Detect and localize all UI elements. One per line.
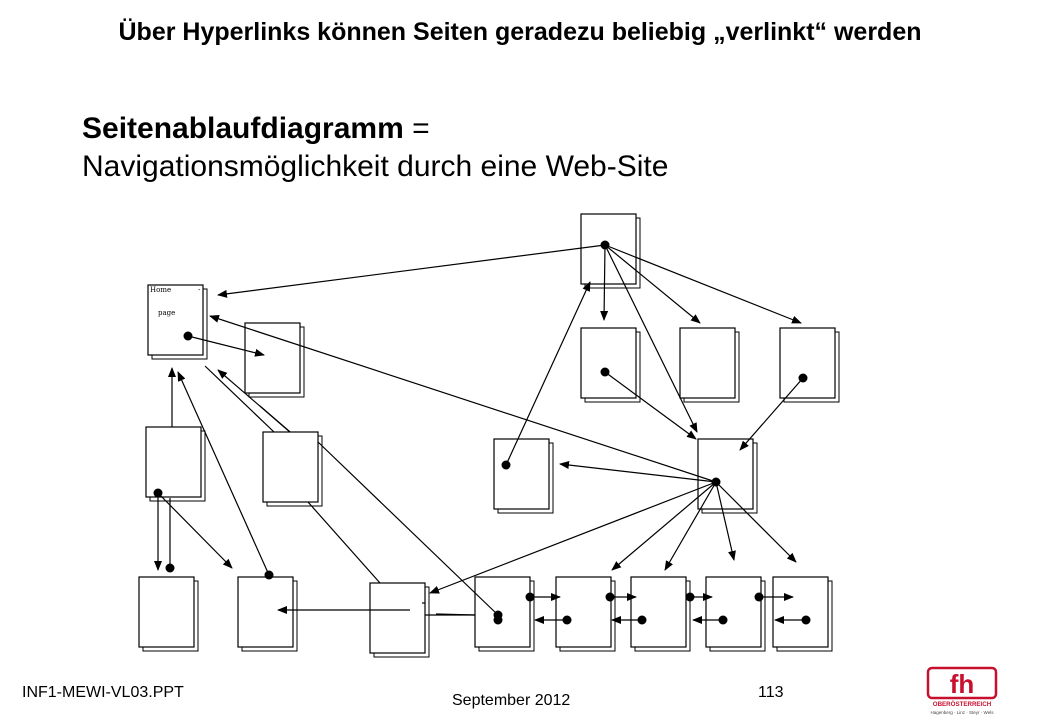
footer-date: September 2012	[452, 692, 571, 709]
link-arrow-3	[604, 244, 701, 324]
link-dot-7	[711, 477, 721, 487]
link-arrow-26	[204, 365, 275, 433]
fh-logo: fh OBERÖSTERREICH Hagenberg · Linz · Ste…	[926, 666, 998, 715]
page-r2-3	[679, 327, 740, 403]
link-dot-8	[165, 563, 175, 573]
link-dot-15	[685, 592, 695, 602]
link-dot-4	[798, 373, 808, 383]
link-arrow-14	[715, 481, 736, 561]
link-dot-9	[264, 570, 274, 580]
home-label-line1: Home	[150, 286, 171, 294]
link-arrow-24	[307, 501, 381, 584]
link-dot-18	[801, 615, 811, 625]
link-dot-17	[754, 592, 764, 602]
subtitle-equals: =	[403, 112, 430, 145]
page-r3-2	[262, 431, 323, 507]
page-r3-1	[145, 426, 206, 502]
links-group	[154, 244, 806, 624]
link-arrow-7	[604, 371, 697, 440]
slide-title: Über Hyperlinks können Seiten geradezu b…	[118, 18, 922, 46]
page-b4	[474, 576, 535, 652]
link-arrow-8	[739, 377, 804, 451]
link-arrow-11	[429, 481, 717, 594]
page-b2	[237, 576, 298, 652]
home-label-dash: -	[198, 286, 201, 294]
link-arrow-23	[259, 405, 291, 433]
link-arrow-15	[715, 481, 797, 563]
page-top	[580, 213, 641, 289]
link-dot-12	[562, 615, 572, 625]
link-dot-3	[600, 367, 610, 377]
page-r3-3	[493, 438, 554, 514]
page-b8	[772, 576, 833, 652]
link-dot-19	[493, 615, 503, 625]
page-r2-1	[244, 322, 305, 398]
page-home	[147, 284, 208, 360]
link-arrow-5	[604, 244, 698, 433]
page-hub	[697, 438, 758, 514]
link-arrow-38	[435, 613, 476, 616]
page-r2-2	[580, 327, 641, 403]
link-dot-11	[525, 592, 535, 602]
dots-group	[153, 240, 811, 625]
footer-page-number: 113	[758, 684, 784, 701]
link-dot-16	[718, 615, 728, 625]
link-dot-13	[605, 592, 615, 602]
link-dot-6	[501, 460, 511, 470]
page-b7	[705, 576, 766, 652]
link-dot-1	[600, 240, 610, 250]
link-arrow-6	[187, 335, 265, 357]
page-b6	[630, 576, 691, 652]
logo-subtitle: OBERÖSTERREICH	[933, 701, 992, 708]
logo-text: fh	[950, 669, 975, 699]
link-arrow-1	[217, 244, 606, 298]
logo-tagline: Hagenberg · Linz · Steyr · Wels	[931, 710, 995, 715]
page-b1	[138, 576, 199, 652]
page-b5	[555, 576, 616, 652]
subtitle-term: Seitenablaufdiagramm	[82, 112, 404, 145]
footer-filename: INF1-MEWI-VL03.PPT	[22, 684, 184, 701]
page-b3	[369, 582, 430, 658]
link-arrow-28	[317, 441, 499, 616]
link-arrow-2	[600, 244, 609, 321]
slide-subtitle: Seitenablaufdiagramm = Navigationsmöglic…	[82, 110, 982, 186]
subtitle-description: Navigationsmöglichkeit durch eine Web-Si…	[82, 150, 669, 183]
link-arrow-21	[177, 371, 270, 576]
link-arrow-10	[559, 461, 717, 483]
link-dot-5	[153, 488, 163, 498]
link-arrow-16	[505, 281, 591, 466]
link-arrow-4	[604, 244, 802, 324]
link-arrow-12	[611, 481, 717, 571]
link-dot-2	[183, 331, 193, 341]
home-label-line2: page	[158, 309, 175, 317]
link-arrow-20	[157, 492, 233, 569]
page-r2-4	[779, 327, 840, 403]
link-dot-14	[637, 615, 647, 625]
pages-group	[138, 213, 840, 658]
link-arrow-13	[664, 481, 717, 571]
link-arrow-9	[209, 315, 717, 483]
